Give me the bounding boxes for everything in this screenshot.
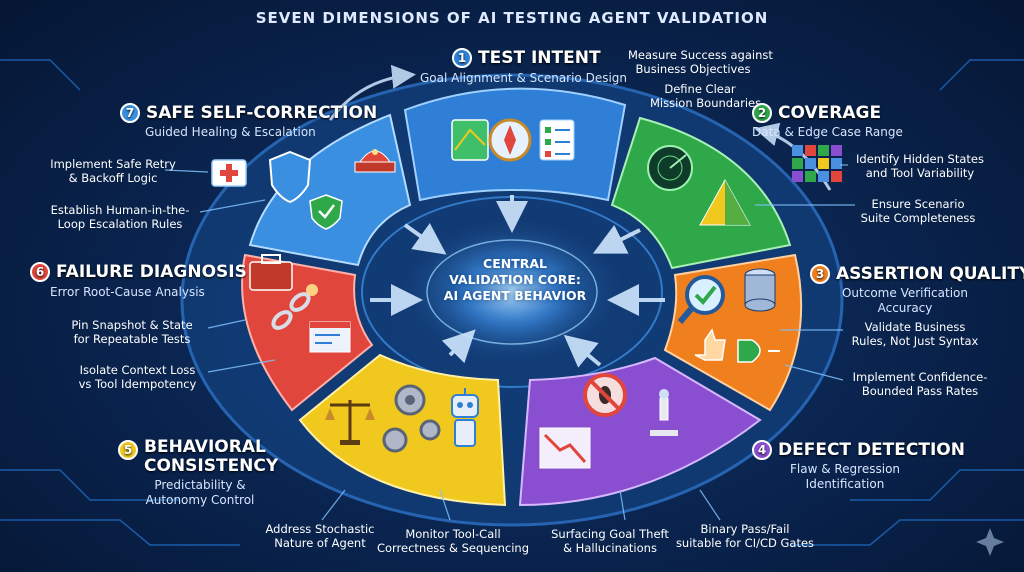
scales-icon [325, 400, 375, 445]
badge-3: 3 [810, 264, 830, 284]
defect-detection-header: 4 DEFECT DETECTION [752, 440, 965, 460]
safe-self-correction-header: 7 SAFE SELF-CORRECTION [120, 103, 377, 123]
first-aid-icon [211, 159, 247, 187]
test-intent-title: TEST INTENT [478, 48, 601, 68]
coverage-header: 2 COVERAGE [752, 103, 881, 123]
logic-gate-icon [737, 339, 780, 363]
badge-1: 1 [452, 48, 472, 68]
defect-detection-title: DEFECT DETECTION [778, 440, 965, 460]
failure-diagnosis-header: 6 FAILURE DIAGNOSIS [30, 262, 247, 282]
defect-detection-note-2: Surfacing Goal Theft& Hallucinations [551, 527, 669, 555]
database-icon [744, 268, 776, 312]
safe-self-correction-subtitle: Guided Healing & Escalation [145, 125, 316, 139]
safe-self-correction-note-1: Implement Safe Retry& Backoff Logic [50, 157, 176, 185]
shield-icon [268, 150, 312, 204]
central-core-label: CENTRAL VALIDATION CORE: AI AGENT BEHAVI… [443, 256, 587, 303]
assertion-quality-note-2: Implement Confidence-Bounded Pass Rates [852, 370, 988, 398]
microscope-icon [650, 389, 678, 436]
robot-icon [451, 388, 479, 447]
help-siren-icon [354, 149, 396, 173]
compass-icon [488, 118, 532, 162]
failure-diagnosis-subtitle: Error Root-Cause Analysis [50, 285, 205, 299]
safe-self-correction-note-2: Establish Human-in-the-Loop Escalation R… [50, 203, 190, 231]
assertion-quality-header: 3 ASSERTION QUALITY [810, 264, 1024, 284]
magnifier-check-icon [677, 275, 725, 324]
safe-self-correction-title: SAFE SELF-CORRECTION [146, 103, 378, 123]
radar-icon [647, 145, 693, 191]
checklist-icon [539, 119, 575, 161]
coverage-title: COVERAGE [778, 103, 882, 123]
badge-5: 5 [118, 440, 138, 460]
toolbox-icon [249, 254, 293, 291]
core-arrows [370, 195, 665, 368]
shield-check-icon [309, 194, 343, 230]
behavioral-consistency-subtitle: Predictability &Autonomy Control [145, 478, 255, 507]
coverage-subtitle: Data & Edge Case Range [752, 125, 903, 139]
sparkle-icon [976, 528, 1004, 556]
badge-7: 7 [120, 103, 140, 123]
circuit-lines [0, 59, 1024, 546]
map-icon [451, 119, 489, 161]
gears-icon [382, 384, 441, 453]
pyramid-icon [699, 178, 751, 226]
diagram-title: SEVEN DIMENSIONS OF AI TESTING AGENT VAL… [255, 9, 769, 27]
grid-icon [792, 145, 842, 182]
broken-chain-icon [271, 284, 318, 330]
assertion-quality-title: ASSERTION QUALITY [836, 264, 1024, 284]
test-intent-subtitle: Goal Alignment & Scenario Design [420, 71, 628, 85]
no-bug-icon [583, 373, 627, 417]
note-leaders [164, 164, 855, 521]
code-window-icon [309, 321, 351, 353]
badge-4: 4 [752, 440, 772, 460]
failure-diagnosis-title: FAILURE DIAGNOSIS [56, 262, 247, 282]
thumbs-up-icon [694, 328, 726, 361]
declining-chart-icon [539, 427, 591, 469]
segment-failure-diagnosis [241, 253, 374, 412]
test-intent-header: 1 TEST INTENT [452, 48, 601, 68]
badge-2: 2 [752, 103, 772, 123]
badge-6: 6 [30, 262, 50, 282]
